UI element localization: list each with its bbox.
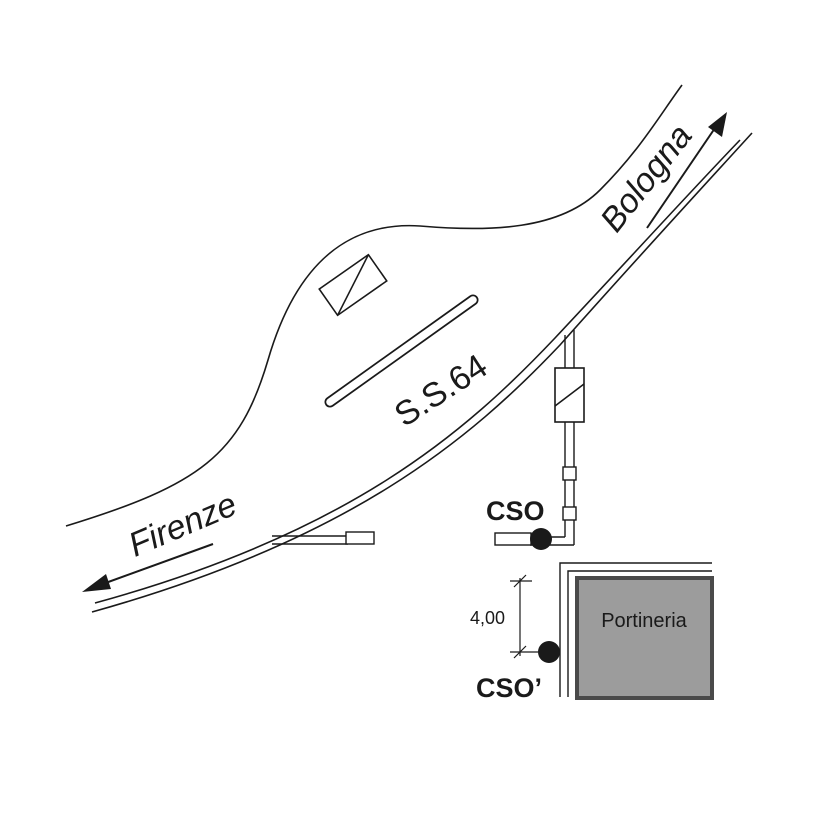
roadside-structure xyxy=(318,253,388,317)
label-firenze: Firenze xyxy=(123,485,242,564)
traffic-island-inner xyxy=(326,296,477,406)
road-edge-bottom-outer xyxy=(91,132,753,613)
joint-upper xyxy=(562,466,577,481)
label-portineria: Portineria xyxy=(601,610,687,632)
arrow-left-icon xyxy=(82,543,214,592)
arrow-right-icon xyxy=(646,112,727,229)
joint-lower xyxy=(562,506,577,521)
label-dimension: 4,00 xyxy=(470,608,505,628)
road-edge-top xyxy=(65,84,683,527)
side-pipe-left xyxy=(272,531,375,545)
pipe-line xyxy=(494,330,585,546)
portineria-building xyxy=(575,576,714,700)
label-cso-prime: CSO’ xyxy=(476,673,542,703)
pipe-end xyxy=(494,532,532,546)
road-edge-bottom-inner xyxy=(94,139,741,604)
filled-circle-icon xyxy=(530,528,552,550)
dimension-line xyxy=(510,574,538,659)
property-boundary xyxy=(559,562,712,697)
road-ss64 xyxy=(65,84,753,613)
label-road: S.S.64 xyxy=(388,347,494,434)
filled-circle-icon xyxy=(538,641,560,663)
label-cso: CSO xyxy=(486,496,545,526)
